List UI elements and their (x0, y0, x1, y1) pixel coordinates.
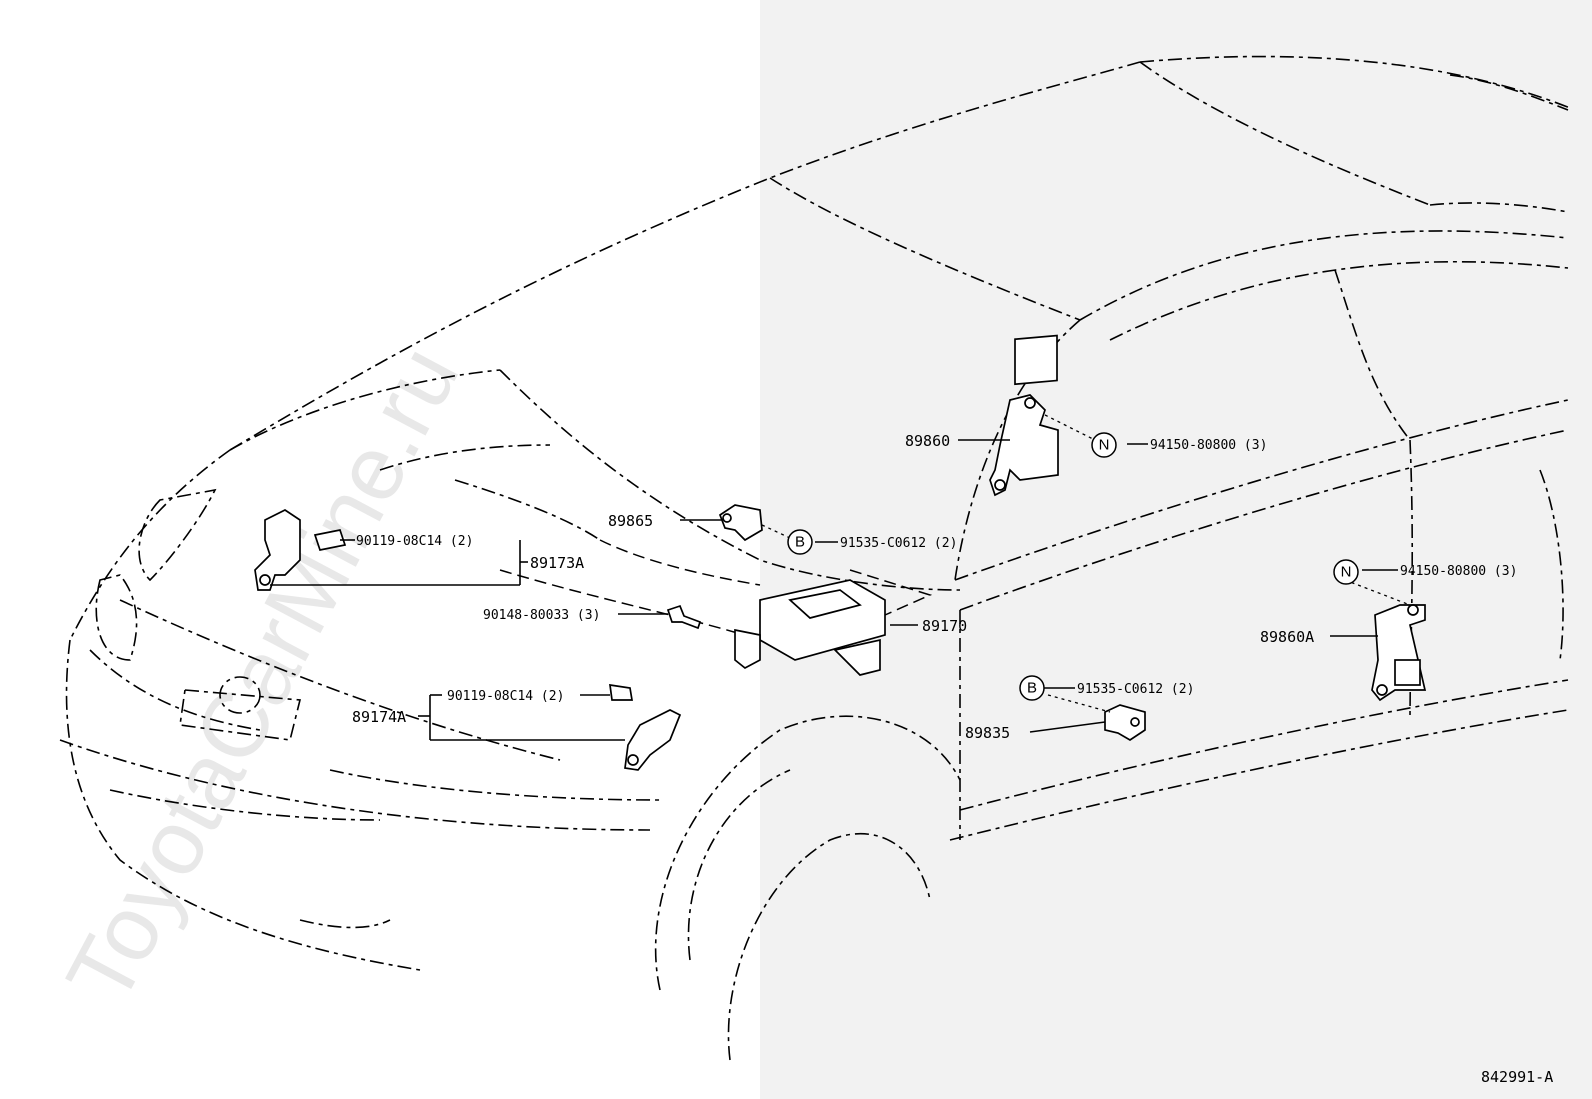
bolt-90148-icon (666, 604, 702, 630)
label-89173A[interactable]: 89173A (530, 554, 584, 572)
svg-text:N: N (1099, 437, 1110, 454)
leader-lines (270, 414, 1411, 741)
label-90119-08C14-a[interactable]: 90119-08C14 (2) (356, 534, 473, 549)
label-94150-80800-b[interactable]: 94150-80800 (3) (1400, 564, 1517, 579)
marker-N-2: N (1333, 559, 1359, 585)
part-89860A-sensor[interactable] (1371, 604, 1427, 702)
svg-text:N: N (1341, 564, 1352, 581)
label-89170[interactable]: 89170 (922, 617, 967, 635)
label-89865[interactable]: 89865 (608, 512, 653, 530)
svg-text:B: B (1027, 680, 1037, 697)
part-89865-sensor[interactable] (718, 504, 763, 542)
svg-text:B: B (795, 534, 805, 551)
label-91535-C0612-b[interactable]: 91535-C0612 (2) (1077, 682, 1194, 697)
label-89174A[interactable]: 89174A (352, 708, 406, 726)
marker-B-2: B (1019, 675, 1045, 701)
diagram-code: 842991-A (1481, 1068, 1553, 1086)
part-89835-sensor[interactable] (1104, 704, 1146, 742)
label-94150-80800-a[interactable]: 94150-80800 (3) (1150, 438, 1267, 453)
part-89860-sensor[interactable] (989, 334, 1059, 497)
car-body-outline (59, 55, 1571, 1061)
marker-B-1: B (787, 529, 813, 555)
part-89173A-bracket[interactable] (254, 509, 347, 591)
label-89860[interactable]: 89860 (905, 432, 950, 450)
background-right (760, 0, 1592, 1099)
marker-N-1: N (1091, 432, 1117, 458)
label-89860A[interactable]: 89860A (1260, 628, 1314, 646)
part-89170-ecu[interactable] (734, 569, 933, 676)
label-90148-80033[interactable]: 90148-80033 (3) (483, 608, 600, 623)
label-91535-C0612-a[interactable]: 91535-C0612 (2) (840, 536, 957, 551)
label-89835[interactable]: 89835 (965, 724, 1010, 742)
part-89174A-bracket[interactable] (609, 683, 682, 771)
label-90119-08C14-b[interactable]: 90119-08C14 (2) (447, 689, 564, 704)
